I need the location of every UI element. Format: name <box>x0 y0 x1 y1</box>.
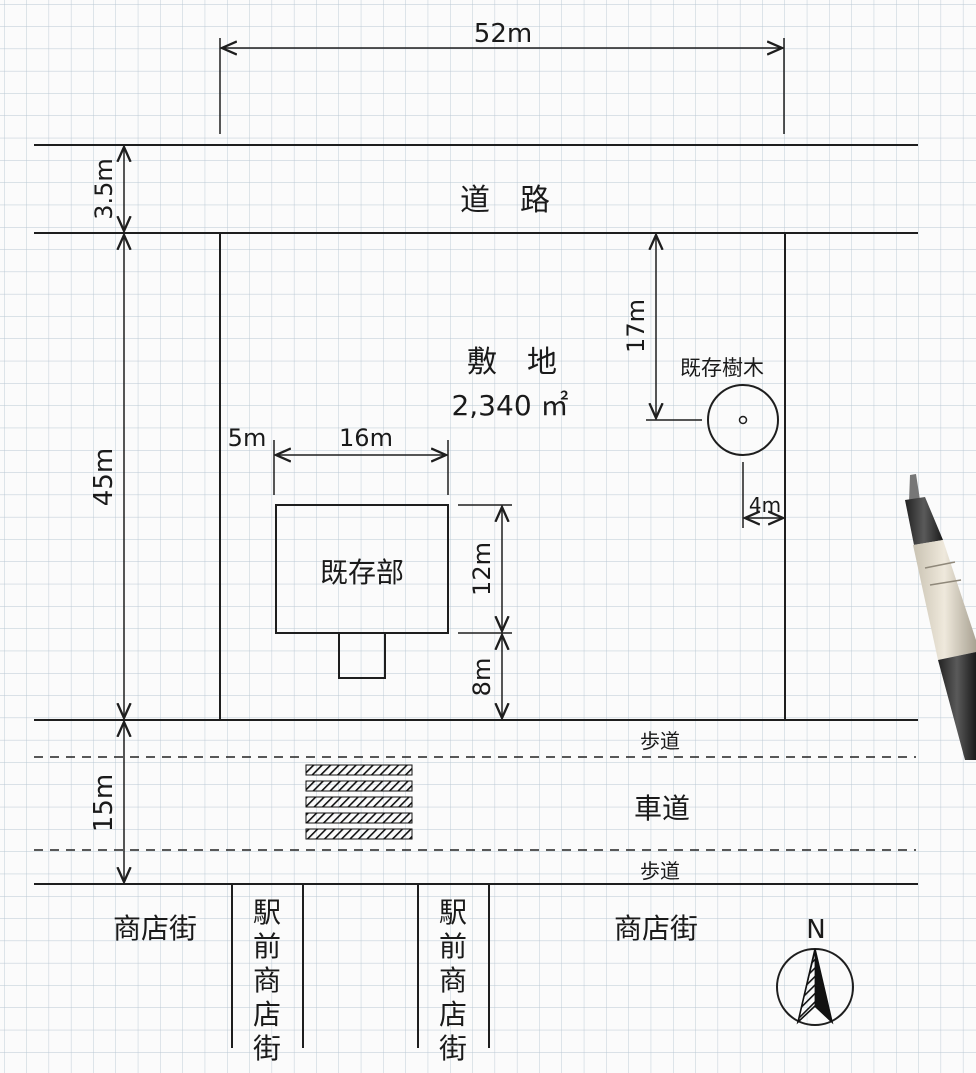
station-street-right: 駅 前 商 店 街 <box>417 884 490 1065</box>
dimension-building-setback: 8m <box>468 635 502 718</box>
dimension-site-width: 52m <box>219 19 785 134</box>
shopping-street-right-label: 商店街 <box>614 912 698 945</box>
dimension-building-depth: 12m <box>458 504 512 634</box>
crosswalk <box>305 764 413 840</box>
dimension-road-width: 3.5m <box>90 147 124 231</box>
dimension-label-road-width: 3.5m <box>90 158 118 220</box>
dimension-label-street-width: 15m <box>89 774 119 832</box>
dimension-label-building-width: 16m <box>339 424 393 452</box>
station-street-left-char: 店 <box>253 998 281 1031</box>
dimension-tree-east: 4m <box>742 462 783 528</box>
shopping-street-left-label: 商店街 <box>113 912 197 945</box>
dimension-label-tree-north: 17m <box>622 299 650 353</box>
dimension-label-building-offset: 5m <box>228 424 267 452</box>
sidewalk-top-label: 歩道 <box>640 729 680 753</box>
station-street-left-char: 商 <box>253 964 281 997</box>
site-label: 敷 地 <box>467 345 557 380</box>
sidewalk-bottom-label: 歩道 <box>640 859 680 883</box>
station-street-right-char: 前 <box>439 930 467 963</box>
station-street-left-char: 駅 <box>253 896 281 929</box>
existing-building-entrance <box>338 632 386 679</box>
dimension-site-depth: 45m <box>89 235 124 718</box>
station-street-left: 駅 前 商 店 街 <box>231 884 304 1065</box>
dimension-building-width: 16m <box>273 424 449 495</box>
station-street-right-char: 店 <box>439 998 467 1031</box>
north-arrow-icon: N <box>776 915 854 1026</box>
existing-building-label: 既存部 <box>320 556 404 589</box>
road-label: 道 路 <box>460 183 550 218</box>
dimension-label-site-depth: 45m <box>89 448 119 506</box>
dimension-label-site-width: 52m <box>474 19 532 49</box>
station-street-left-char: 前 <box>253 930 281 963</box>
existing-tree-center <box>738 415 748 425</box>
north-label: N <box>806 915 825 945</box>
site-area: 2,340 ㎡ <box>451 389 568 422</box>
dimension-building-offset: 5m <box>228 424 267 452</box>
existing-tree-label: 既存樹木 <box>680 356 764 380</box>
dimension-street-width: 15m <box>89 722 124 882</box>
existing-tree <box>707 384 779 456</box>
station-street-right-char: 街 <box>439 1032 467 1065</box>
dimension-label-tree-east: 4m <box>749 493 781 517</box>
dimension-label-building-setback: 8m <box>468 658 496 697</box>
dimension-label-building-depth: 12m <box>468 542 496 596</box>
dimension-tree-north: 17m <box>622 235 702 421</box>
mechanical-pen <box>905 474 976 760</box>
station-street-right-char: 駅 <box>439 896 467 929</box>
roadway-label: 車道 <box>634 792 690 825</box>
station-street-right-char: 商 <box>439 964 467 997</box>
station-street-left-char: 街 <box>253 1032 281 1065</box>
